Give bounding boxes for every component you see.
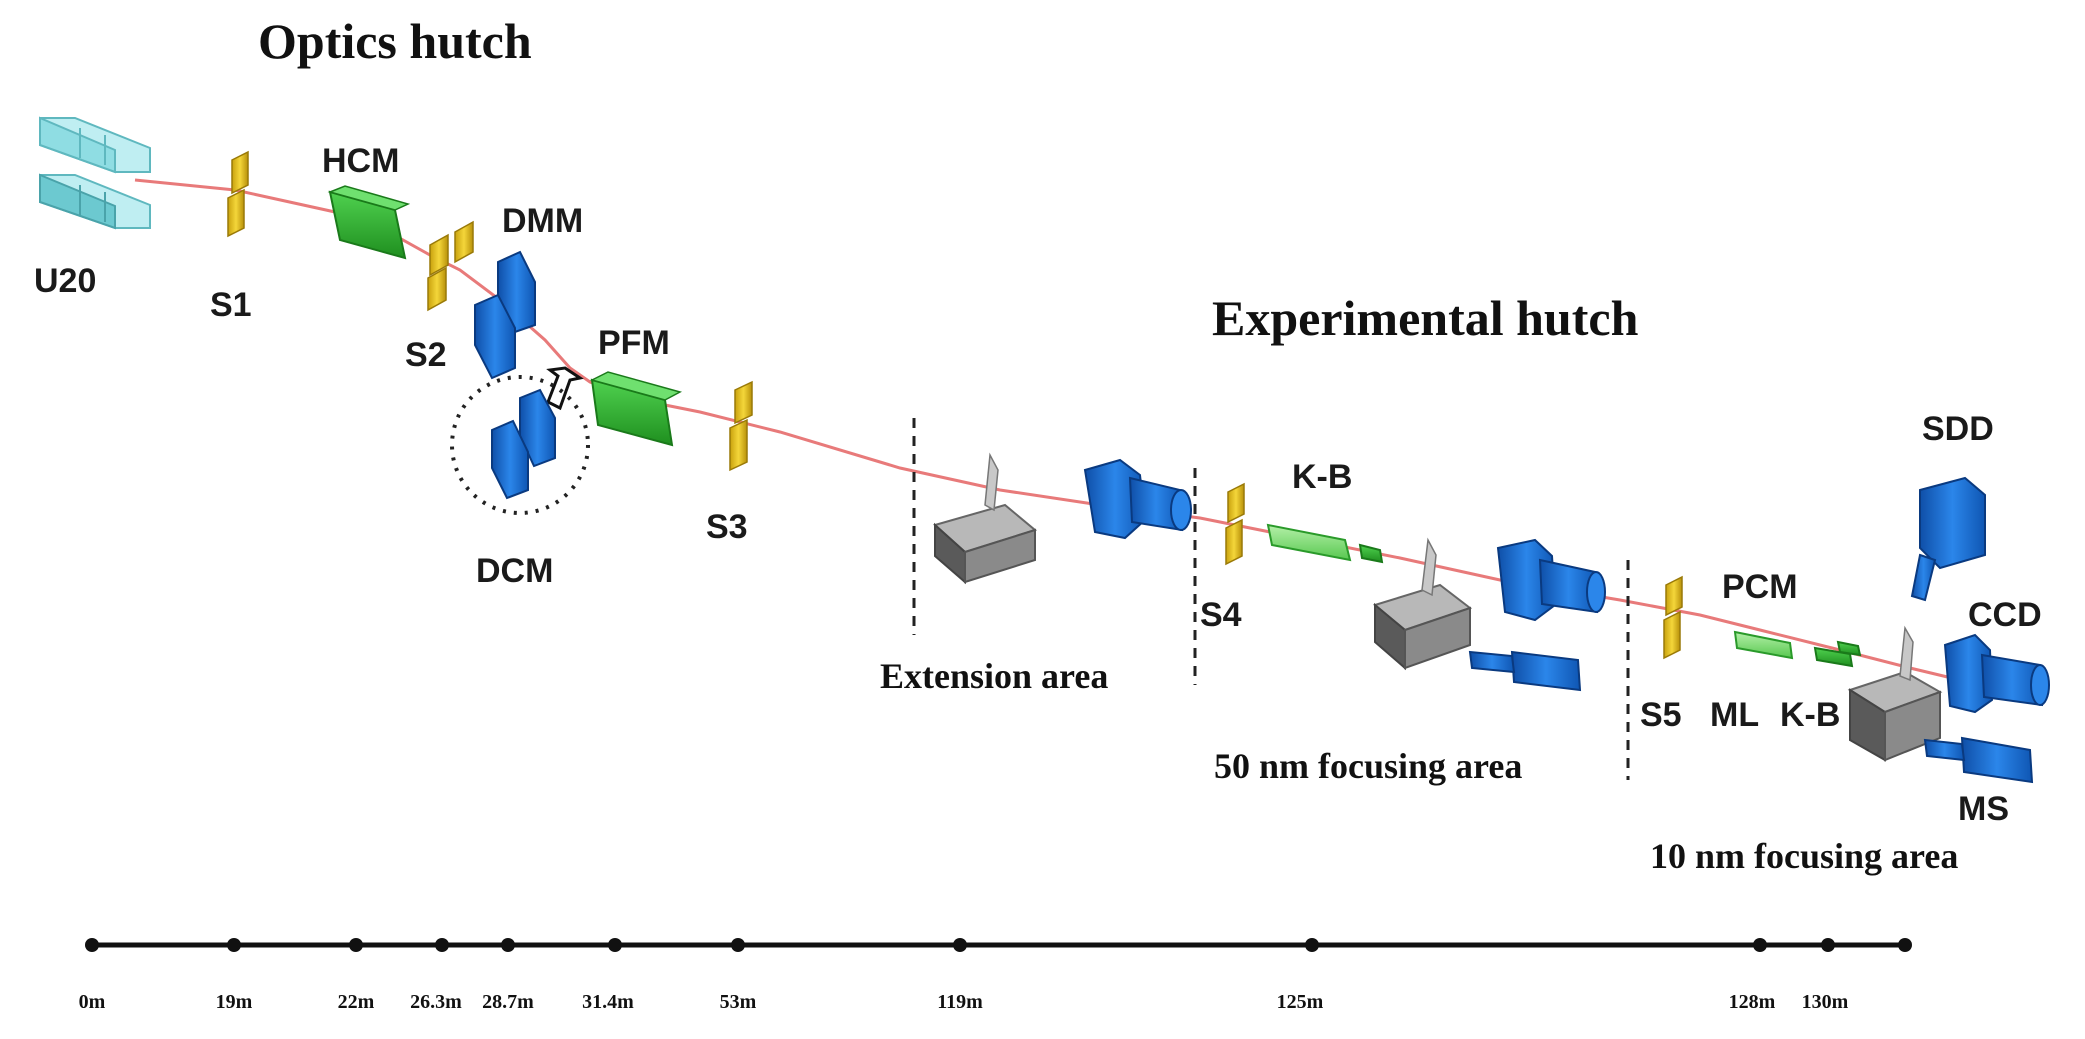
ruler-dot (435, 938, 449, 952)
ruler-tick-label: 22m (338, 991, 375, 1013)
kb2-label: K-B (1780, 696, 1840, 734)
distance-ruler-labels: 0m 19m 22m 26.3m 28.7m 31.4m 53m 119m 125m 128m 13… (79, 991, 1849, 1013)
dmm-monochromator-icon (474, 250, 536, 380)
ruler-tick-label: 125m (1277, 991, 1324, 1013)
slit-s3-icon (729, 380, 753, 472)
pfm-mirror-icon (589, 371, 683, 447)
pcm-label: PCM (1722, 568, 1798, 606)
focus50-detector-icon (1496, 538, 1606, 622)
ruler-dot (1305, 938, 1319, 952)
s3-label: S3 (706, 508, 748, 546)
slit-s4-icon (1225, 482, 1245, 566)
ruler-tick-label: 31.4m (582, 991, 634, 1013)
ruler-dot (501, 938, 515, 952)
optics-hutch-title: Optics hutch (258, 13, 532, 69)
ruler-tick-label: 26.3m (410, 991, 462, 1013)
slit-s5-icon (1663, 575, 1683, 660)
extension-detector-icon (1083, 458, 1192, 540)
x-ray-beam (134, 178, 1961, 682)
sdd-detector-icon (1910, 476, 1986, 602)
extension-sample-stage-icon (932, 452, 1038, 585)
dcm-monochromator-icon (491, 388, 556, 500)
ruler-tick-label: 28.7m (482, 991, 534, 1013)
ml-label: ML (1710, 696, 1759, 734)
focus50-auxiliary-detector-icon (1468, 650, 1582, 692)
undulator-icon (39, 116, 151, 230)
ruler-tick-label: 19m (216, 991, 253, 1013)
ruler-dot (731, 938, 745, 952)
s4-label: S4 (1200, 596, 1242, 634)
s2-label: S2 (405, 336, 447, 374)
ruler-tick-label: 53m (720, 991, 757, 1013)
ccd-label: CCD (1968, 596, 2042, 634)
focus50-area-label: 50 nm focusing area (1214, 746, 1522, 786)
ml-optic-icon (1733, 630, 1794, 660)
ruler-dot (953, 938, 967, 952)
dmm-label: DMM (502, 202, 583, 240)
slit-s2-icon (427, 220, 474, 312)
focus10-area-label: 10 nm focusing area (1650, 836, 1958, 876)
hcm-mirror-icon (327, 185, 411, 260)
ruler-tick-label: 128m (1729, 991, 1776, 1013)
ruler-dot (1821, 938, 1835, 952)
kb1-label: K-B (1292, 458, 1352, 496)
ruler-tick-label: 0m (79, 991, 106, 1013)
pfm-label: PFM (598, 324, 670, 362)
switch-arrow-icon (546, 366, 584, 411)
kb-mirror-pair-icon-2 (1813, 640, 1862, 668)
dcm-label: DCM (476, 552, 553, 590)
experimental-hutch-title: Experimental hutch (1212, 290, 1639, 346)
dcm-dotted-circle (450, 375, 590, 515)
ruler-dot (608, 938, 622, 952)
ruler-dot (1898, 938, 1912, 952)
hcm-label: HCM (322, 142, 399, 180)
slit-s1-icon (227, 150, 249, 238)
focus10-sample-stage-icon (1847, 625, 1943, 762)
ms-detector-icon (1923, 736, 2034, 784)
ruler-tick-label: 119m (937, 991, 983, 1013)
ruler-dot (349, 938, 363, 952)
sdd-label: SDD (1922, 410, 1994, 448)
ruler-dot (227, 938, 241, 952)
ruler-tick-label: 130m (1802, 991, 1849, 1013)
s5-label: S5 (1640, 696, 1682, 734)
extension-area-label: Extension area (880, 656, 1108, 696)
u20-label: U20 (34, 262, 96, 300)
distance-ruler-dots (85, 938, 1912, 952)
ruler-dot (1753, 938, 1767, 952)
kb-mirror-pair-icon-1 (1266, 523, 1384, 564)
s1-label: S1 (210, 286, 252, 324)
ruler-dot (85, 938, 99, 952)
ccd-detector-icon (1943, 633, 2050, 714)
ms-label: MS (1958, 790, 2009, 828)
focus50-sample-stage-icon (1372, 537, 1473, 671)
